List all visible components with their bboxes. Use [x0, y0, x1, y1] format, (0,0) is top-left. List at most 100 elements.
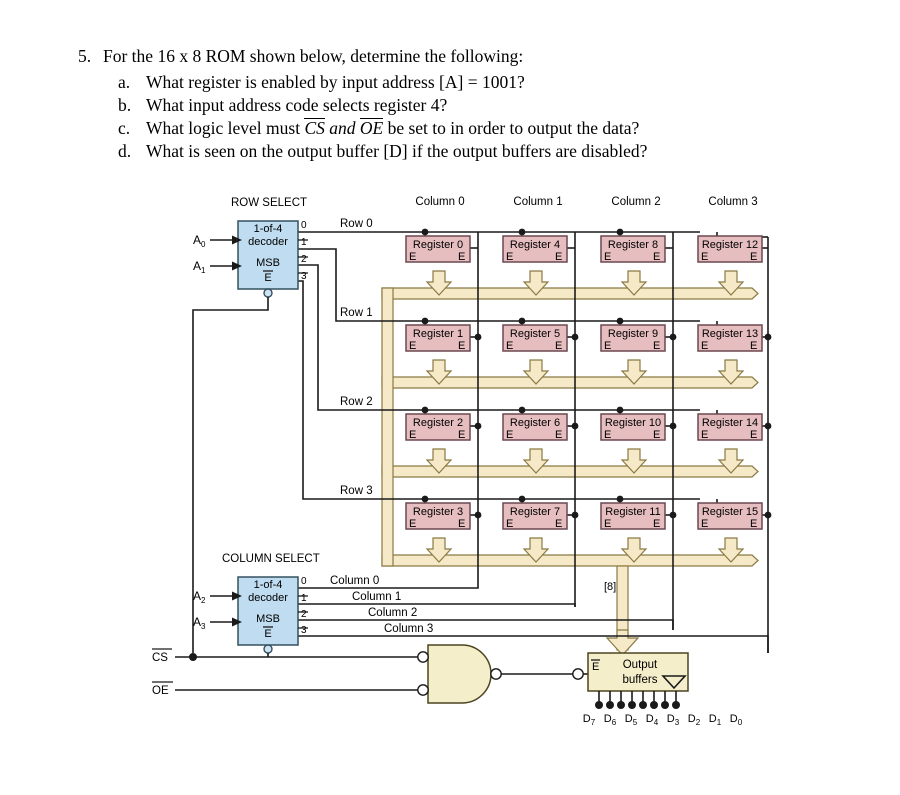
column-decoder-out-3: 3: [301, 625, 307, 636]
register-label: Register 10: [605, 417, 661, 429]
register-enable-left: E: [701, 518, 708, 530]
column-header-1: Column 1: [513, 196, 562, 208]
register-enable-left: E: [506, 340, 513, 352]
register-box: [600, 502, 666, 530]
row-label-2: Row 2: [340, 396, 373, 408]
register-box: [502, 324, 568, 352]
register-enable-left: E: [409, 251, 416, 263]
output-buffers-enable: E: [592, 661, 599, 673]
register-enable-right: E: [458, 340, 465, 352]
register-enable-left: E: [701, 429, 708, 441]
register-enable-right: E: [555, 340, 562, 352]
column-decoder-enable: E: [264, 628, 271, 640]
register-enable-left: E: [409, 518, 416, 530]
register-enable-left: E: [506, 429, 513, 441]
column-decoder-out-1: 1: [301, 593, 307, 604]
register-box: [697, 324, 763, 352]
register-box: [600, 235, 666, 263]
column-select-label-2: Column 2: [368, 607, 417, 619]
column-select-label-1: Column 1: [352, 591, 401, 603]
data-output-label: D6: [604, 713, 617, 727]
register-label: Register 1: [413, 328, 463, 340]
register-enable-left: E: [604, 429, 611, 441]
register-label: Register 3: [413, 506, 463, 518]
register-label: Register 7: [510, 506, 560, 518]
register-enable-right: E: [750, 340, 757, 352]
question-item-b-label: b.: [118, 95, 132, 115]
register-box: [405, 502, 471, 530]
register-enable-right: E: [458, 251, 465, 263]
register-enable-left: E: [701, 251, 708, 263]
register-enable-right: E: [555, 429, 562, 441]
question-item-d-label: d.: [118, 141, 132, 161]
address-input-a1: A1: [193, 259, 206, 275]
register-label: Register 12: [702, 239, 758, 251]
register-enable-left: E: [604, 251, 611, 263]
register-box: [697, 413, 763, 441]
register-enable-right: E: [653, 251, 660, 263]
register-enable-left: E: [604, 340, 611, 352]
column-header-0: Column 0: [415, 196, 464, 208]
question-item-b-text: What input address code selects register…: [146, 95, 448, 115]
register-enable-right: E: [555, 518, 562, 530]
register-enable-right: E: [750, 518, 757, 530]
column-select-title: COLUMN SELECT: [222, 553, 320, 565]
data-output-label: D3: [667, 713, 680, 727]
register-box: [405, 413, 471, 441]
row-decoder-line2: decoder: [248, 236, 288, 248]
register-label: Register 13: [702, 328, 758, 340]
output-buffers-line1: Output: [623, 659, 658, 671]
register-box: [405, 235, 471, 263]
row-decoder-line1: 1-of-4: [254, 223, 283, 235]
data-output-label: D4: [646, 713, 659, 727]
row-label-0: Row 0: [340, 218, 373, 230]
bus-width-label: [8]: [604, 581, 616, 593]
column-header-2: Column 2: [611, 196, 660, 208]
register-enable-right: E: [653, 518, 660, 530]
column-header-3: Column 3: [708, 196, 757, 208]
register-label: Register 15: [702, 506, 758, 518]
cs-input-label: CS: [152, 652, 168, 664]
register-box: [502, 413, 568, 441]
register-label: Register 0: [413, 239, 463, 251]
address-input-a3: A3: [193, 615, 206, 631]
data-output-label: D1: [709, 713, 722, 727]
register-label: Register 9: [608, 328, 658, 340]
register-enable-left: E: [506, 251, 513, 263]
oe-overline-label: OE: [359, 118, 384, 138]
register-box: [502, 502, 568, 530]
register-grid: [405, 235, 763, 530]
data-output-label: D0: [730, 713, 743, 727]
question-item-a-text: What register is enabled by input addres…: [146, 72, 525, 92]
register-enable-right: E: [653, 429, 660, 441]
register-enable-left: E: [409, 429, 416, 441]
register-label: Register 6: [510, 417, 560, 429]
register-box: [600, 324, 666, 352]
row-decoder-out-3: 3: [301, 271, 307, 282]
row-decoder-out-1: 1: [301, 237, 307, 248]
nand-gate: [427, 644, 492, 704]
column-select-label-0: Column 0: [330, 575, 379, 587]
row-label-3: Row 3: [340, 485, 373, 497]
data-output-label: D7: [583, 713, 596, 727]
column-select-label-3: Column 3: [384, 623, 433, 635]
register-enable-right: E: [750, 251, 757, 263]
row-decoder-box: [237, 220, 299, 290]
register-box: [502, 235, 568, 263]
question-item-c-label: c.: [118, 118, 131, 138]
row-select-title: ROW SELECT: [231, 197, 307, 209]
address-input-a2: A2: [193, 589, 206, 605]
column-decoder-out-2: 2: [301, 609, 307, 620]
register-label: Register 8: [608, 239, 658, 251]
row-decoder-out-0: 0: [301, 220, 307, 231]
column-decoder-out-0: 0: [301, 576, 307, 587]
question-number: 5.: [78, 46, 92, 66]
question-stem-text: For the 16 x 8 ROM shown below, determin…: [103, 46, 524, 66]
row-label-1: Row 1: [340, 307, 373, 319]
register-box: [405, 324, 471, 352]
register-box: [697, 235, 763, 263]
column-decoder-msb: MSB: [256, 613, 280, 625]
register-enable-left: E: [701, 340, 708, 352]
question-item-d-text: What is seen on the output buffer [D] if…: [146, 141, 648, 161]
